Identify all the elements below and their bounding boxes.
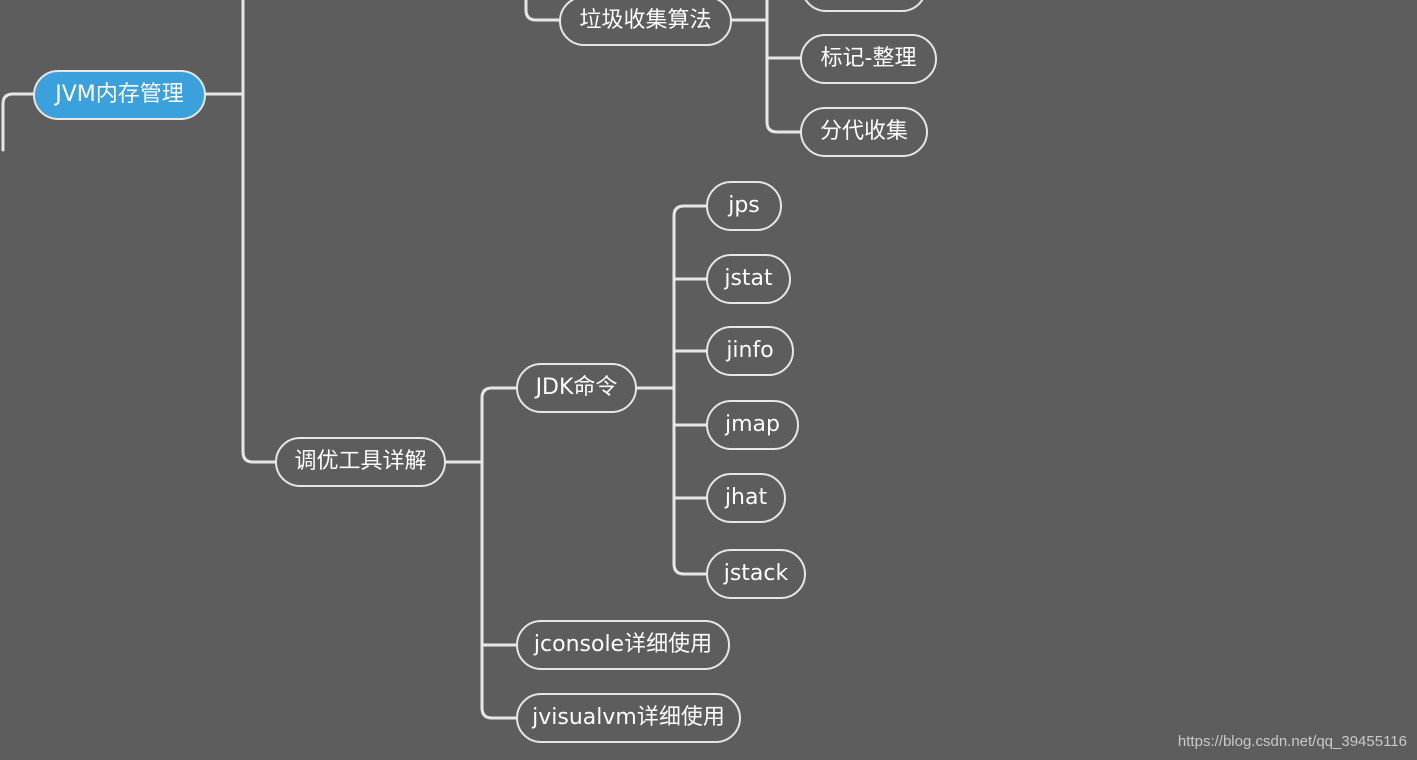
jconsole-node[interactable]: jconsole详细使用 <box>516 620 730 670</box>
connector-root-trunk <box>241 0 277 464</box>
gc-generational-node[interactable]: 分代收集 <box>800 107 928 157</box>
gc-algorithms-node[interactable]: 垃圾收集算法 <box>559 0 732 46</box>
gc-mark-compact-node[interactable]: 标记-整理 <box>800 34 937 84</box>
jdk-cmd-jmap-node[interactable]: jmap <box>706 400 799 450</box>
watermark-text: https://blog.csdn.net/qq_39455116 <box>1177 733 1407 750</box>
jvisualvm-node[interactable]: jvisualvm详细使用 <box>516 693 741 743</box>
connector-root-left <box>1 92 36 152</box>
connector-tuning-trunk <box>480 386 518 720</box>
jdk-cmd-jstack-node[interactable]: jstack <box>706 549 806 599</box>
jdk-cmd-jps-node[interactable]: jps <box>706 181 782 231</box>
jdk-cmd-jinfo-node[interactable]: jinfo <box>706 326 794 376</box>
connector-gc-trunk <box>765 0 802 134</box>
jdk-cmd-jhat-node[interactable]: jhat <box>706 473 786 523</box>
gc-algorithm-node-partial <box>801 0 927 12</box>
jdk-cmd-jstat-node[interactable]: jstat <box>706 254 791 304</box>
connector-gc-upper <box>524 0 561 22</box>
jdk-commands-node[interactable]: JDK命令 <box>516 363 637 413</box>
connector-jdk-trunk <box>672 204 708 576</box>
root-node[interactable]: JVM内存管理 <box>33 70 206 120</box>
tuning-tools-node[interactable]: 调优工具详解 <box>275 437 446 487</box>
